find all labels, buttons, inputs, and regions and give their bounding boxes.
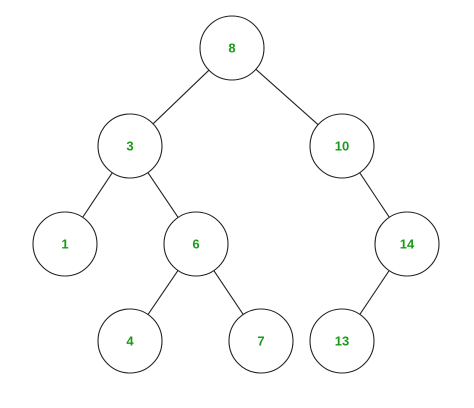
tree-node-7: 7 [228, 308, 294, 374]
node-label: 10 [335, 139, 349, 154]
node-label: 13 [335, 334, 349, 349]
tree-node-8: 8 [199, 15, 265, 81]
tree-node-6: 6 [163, 211, 229, 277]
node-circle [32, 211, 98, 277]
edge-8-3 [152, 69, 210, 125]
edge-10-14 [359, 172, 390, 218]
tree-edges [82, 68, 390, 315]
node-circle [199, 15, 265, 81]
node-circle [97, 113, 163, 179]
node-circle [97, 308, 163, 374]
node-label: 7 [257, 334, 264, 349]
tree-node-10: 10 [309, 113, 375, 179]
node-circle [309, 308, 375, 374]
node-label: 6 [192, 237, 199, 252]
tree-nodes: 8 3 10 1 6 14 4 7 13 [32, 15, 440, 374]
edge-6-7 [213, 270, 244, 315]
tree-node-13: 13 [309, 308, 375, 374]
node-label: 8 [228, 41, 235, 56]
tree-node-14: 14 [374, 211, 440, 277]
node-circle [228, 308, 294, 374]
edge-3-6 [147, 172, 179, 218]
node-label: 3 [126, 139, 133, 154]
tree-node-3: 3 [97, 113, 163, 179]
node-label: 1 [61, 237, 68, 252]
node-circle [163, 211, 229, 277]
node-circle [374, 211, 440, 277]
tree-node-4: 4 [97, 308, 163, 374]
edge-14-13 [359, 270, 390, 315]
node-label: 4 [126, 334, 134, 349]
edge-6-4 [147, 270, 179, 315]
tree-node-1: 1 [32, 211, 98, 277]
node-circle [309, 113, 375, 179]
edge-8-10 [255, 68, 319, 126]
node-label: 14 [400, 237, 415, 252]
edge-3-1 [82, 172, 113, 218]
